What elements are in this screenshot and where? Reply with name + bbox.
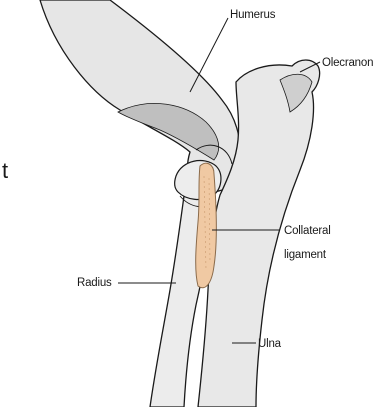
collateral-ligament <box>196 163 217 288</box>
radius-label: Radius <box>77 277 112 289</box>
olecranon-label: Olecranon <box>322 57 373 69</box>
ulna-label: Ulna <box>258 338 282 350</box>
edge-mark-label: t <box>2 158 8 183</box>
humerus-label: Humerus <box>230 9 276 21</box>
collateral-label-line2: ligament <box>284 249 327 261</box>
humerus-leader-line <box>190 18 228 92</box>
collateral-label-line1: Collateral <box>284 225 331 237</box>
